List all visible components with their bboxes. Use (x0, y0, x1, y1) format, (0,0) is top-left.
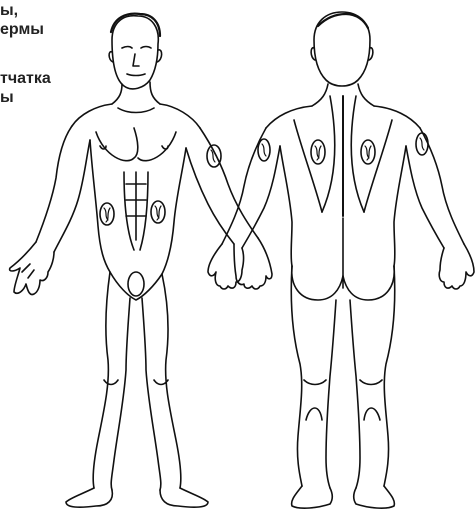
front-patch-right-arm (207, 145, 221, 167)
caption-line-1: ы, (0, 2, 20, 20)
caption-line-3: тчатка (0, 70, 53, 88)
back-patch-right-back (361, 140, 375, 164)
caption-line-4: ы (0, 89, 16, 107)
back-body-figure (208, 12, 474, 508)
front-patch-marks (100, 145, 221, 225)
caption-line-2: ермы (0, 21, 46, 39)
back-patch-left-back (311, 140, 325, 164)
